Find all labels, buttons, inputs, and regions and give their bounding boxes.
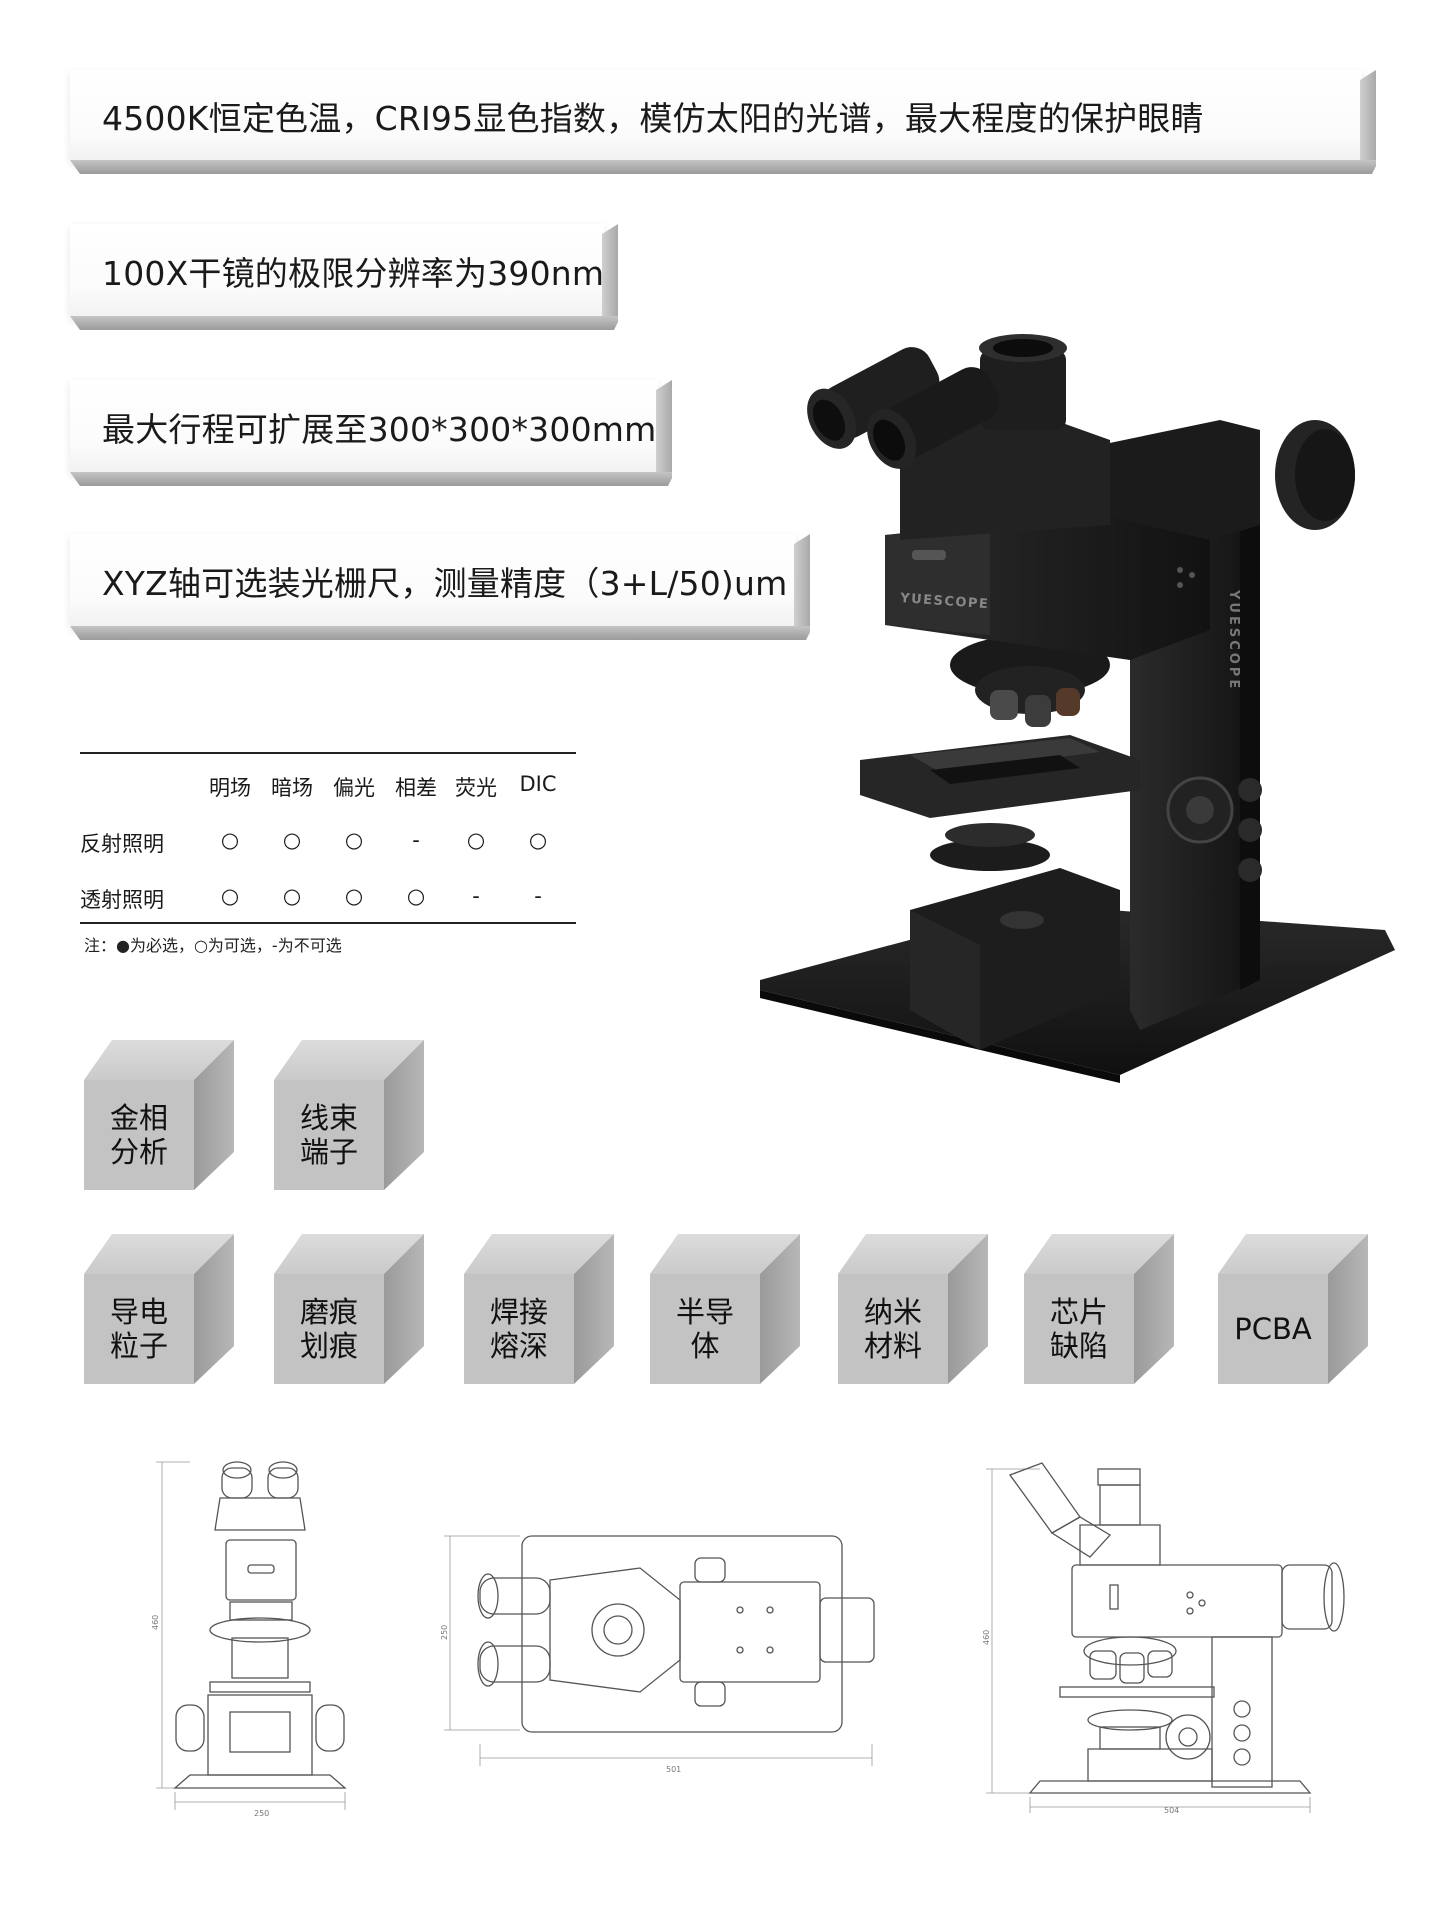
table-cell: ○ [220, 884, 240, 908]
col-header-polarized: 偏光 [333, 776, 375, 800]
cube-label: 芯片缺陷 [1049, 1295, 1108, 1363]
cube-label: 金相分析 [109, 1101, 168, 1169]
feature-ribbon-text: 100X干镜的极限分辨率为390nm [70, 224, 604, 318]
dimension-top-width: 501 [666, 1765, 681, 1774]
row-label-transmitted: 透射照明 [80, 888, 164, 912]
feature-ribbon-1: 4500K恒定色温，CRI95显色指数，模仿太阳的光谱，最大程度的保护眼睛 [70, 70, 1376, 174]
application-cube-chip-defect: 芯片缺陷 [1024, 1234, 1174, 1384]
table-cell: - [412, 828, 420, 852]
col-header-phase: 相差 [395, 776, 437, 800]
dimension-top-depth: 250 [440, 1625, 449, 1640]
microscope-image: YUESCOPE YUESCOPE [760, 334, 1395, 1083]
application-cube-semiconductor: 半导体 [650, 1234, 800, 1384]
dimension-side-width: 504 [1164, 1806, 1179, 1815]
table-cell: ○ [344, 884, 364, 908]
table-cell: - [534, 884, 542, 908]
table-cell: ○ [282, 828, 302, 852]
application-cube-wear-scratch: 磨痕划痕 [274, 1234, 424, 1384]
dimension-side-height: 460 [982, 1630, 991, 1645]
cube-label: 半导体 [675, 1295, 734, 1363]
feature-ribbon-text: 最大行程可扩展至300*300*300mm [70, 380, 658, 474]
table-cell: ○ [282, 884, 302, 908]
row-label-reflected: 反射照明 [80, 832, 164, 856]
table-cell: - [472, 884, 480, 908]
top-view-drawing: 250 501 [440, 1535, 875, 1774]
table-cell: ○ [528, 828, 548, 852]
application-cube-nanomaterial: 纳米材料 [838, 1234, 988, 1384]
application-cube-weld-penetration: 焊接熔深 [464, 1234, 614, 1384]
dimension-front-height: 460 [151, 1615, 160, 1630]
cube-label: 线束端子 [299, 1101, 358, 1169]
table-cell: ○ [344, 828, 364, 852]
brand-side-label: YUESCOPE [1226, 589, 1241, 691]
feature-ribbon-text: XYZ轴可选装光栅尺，测量精度（3+L/50)um [70, 534, 796, 628]
application-cube-pcba: PCBA [1218, 1234, 1368, 1384]
col-header-fluorescence: 荧光 [455, 776, 497, 800]
application-cube-conductive-particle: 导电粒子 [84, 1234, 234, 1384]
cube-label: 焊接熔深 [489, 1295, 548, 1363]
table-footnote: 注：●为必选，○为可选，-为不可选 [84, 936, 342, 955]
table-cell: ○ [220, 828, 240, 852]
cube-label: 导电粒子 [109, 1295, 168, 1363]
application-cube-wire-terminal: 线束端子 [274, 1040, 424, 1190]
table-cell: ○ [406, 884, 426, 908]
cube-label: 纳米材料 [863, 1295, 922, 1363]
feature-ribbon-text: 4500K恒定色温，CRI95显色指数，模仿太阳的光谱，最大程度的保护眼睛 [70, 70, 1362, 162]
application-cube-metallographic: 金相分析 [84, 1040, 234, 1190]
feature-ribbon-3: 最大行程可扩展至300*300*300mm [70, 380, 672, 486]
side-view-drawing: 460 504 [982, 1462, 1345, 1815]
cube-label: PCBA [1234, 1312, 1312, 1346]
dimension-front-width: 250 [254, 1809, 269, 1818]
feature-ribbon-2: 100X干镜的极限分辨率为390nm [70, 224, 618, 330]
col-header-brightfield: 明场 [209, 776, 251, 800]
col-header-dic: DIC [519, 772, 557, 796]
feature-ribbon-4: XYZ轴可选装光栅尺，测量精度（3+L/50)um [70, 534, 810, 640]
col-header-darkfield: 暗场 [271, 776, 313, 800]
table-cell: ○ [466, 828, 486, 852]
brand-front-label: YUESCOPE [899, 591, 990, 612]
front-view-drawing: 460 250 [151, 1461, 347, 1818]
illumination-table: 明场 暗场 偏光 相差 荧光 DIC 反射照明 ○ ○ ○ - ○ ○ 透射照明… [80, 752, 576, 926]
cube-label: 磨痕划痕 [299, 1295, 358, 1363]
